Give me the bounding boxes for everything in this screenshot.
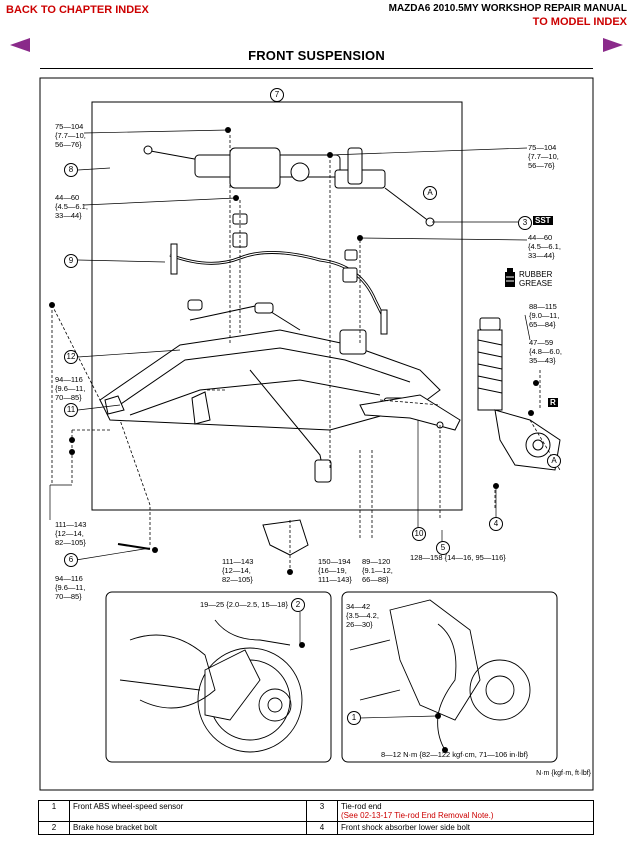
callout-4: 4 [489,517,503,531]
mount-bracket [262,519,309,556]
lower-arm [359,394,461,431]
assembly-box [91,101,463,511]
removal-note-link[interactable]: (See 02-13-17 Tie-rod End Removal Note.) [341,811,494,820]
torque-label-top-right: 75—104 {7.7—10, 56—76} [528,143,559,170]
part-name: Brake hose bracket bolt [69,821,307,835]
part-name: Front shock absorber lower side bolt [337,821,594,835]
steering-rack [143,145,435,227]
callout-7: 7 [270,88,284,102]
part-name-with-ref: Tie-rod end (See 02-13-17 Tie-rod End Re… [337,800,594,822]
next-page-arrow-icon[interactable] [603,38,623,52]
sst-badge: SST [533,216,553,225]
part-number: 1 [38,800,70,822]
torque-label-89: 89—120 {9.1—12, 66—88} [362,557,393,584]
page-title: FRONT SUSPENSION [248,48,385,63]
part-name: Tie-rod end [341,802,382,811]
callout-10: 10 [412,527,426,541]
callout-11: 11 [64,403,78,417]
knuckle-shock [477,317,561,471]
dashed-leaders [51,135,561,570]
table-row: 2 Brake hose bracket bolt 4 Front shock … [38,821,594,835]
torque-label-88: 88—115 {9.0—11, 65—84} [529,302,560,329]
torque-label-128: 128—158 {14—16, 95—116} [410,553,506,562]
torque-label-top-left: 75—104 {7.7—10, 56—76} [55,122,86,149]
to-model-index-link[interactable]: TO MODEL INDEX [532,16,627,28]
torque-label-inset-19: 19—25 {2.0—2.5, 15—18} [200,600,288,609]
torque-label-47: 47—59 {4.8—6.0, 35—43} [529,338,562,365]
previous-page-arrow-icon[interactable] [10,38,30,52]
stabilizer-links [170,243,388,335]
table-row: 1 Front ABS wheel-speed sensor 3 Tie-rod… [38,800,594,822]
bolts [49,127,539,753]
torque-label-94-bottom: 94—116 {9.6—11, 70—85} [55,574,86,601]
rubber-grease-label: RUBBER GREASE [519,270,553,288]
inset-brake-drawing [119,619,303,753]
callout-6: 6 [64,553,78,567]
callout-8: 8 [64,163,78,177]
part-number: 2 [38,821,70,835]
callout-a-right: A [547,454,561,468]
callout-9: 9 [64,254,78,268]
torque-label-inset-34: 34—42 {3.5—4.2, 26—30} [346,602,379,629]
torque-label-111-bottom: 111—143 {12—14, 82—105} [222,557,254,584]
inset-abs-drawing [349,599,531,751]
part-number: 3 [306,800,338,822]
bolt-6-shank [117,543,151,550]
torque-label-mid-left: 44—60 {4.5—6.1, 33—44} [55,193,88,220]
crossmember [99,299,441,483]
units-note: N·m {kgf·m, ft·lbf} [536,770,591,777]
part-name: Front ABS wheel-speed sensor [69,800,307,822]
callout-2: 2 [291,598,305,612]
callout-1: 1 [347,711,361,725]
bushings [232,213,358,283]
torque-label-150: 150—194 {16—19, 111—143} [318,557,352,584]
outer-frame [39,77,594,791]
callout-a-top: A [423,186,437,200]
torque-label-mid-right: 44—60 {4.5—6.1, 33—44} [528,233,561,260]
callout-3: 3 [518,216,532,230]
top-bar: BACK TO CHAPTER INDEX MAZDA6 2010.5MY WO… [0,0,633,28]
torque-label-94-top: 94—116 {9.6—11, 70—85} [55,375,86,402]
parts-table: 1 Front ABS wheel-speed sensor 3 Tie-rod… [38,800,594,835]
grease-tube-icon [505,268,515,287]
title-rule [40,68,593,69]
inset-abs-box [341,591,558,763]
inset-brake-box [105,591,332,763]
manual-title: MAZDA6 2010.5MY WORKSHOP REPAIR MANUAL [388,3,627,14]
leaders [49,94,531,719]
torque-label-111-left: 111—143 {12—14, 82—105} [55,520,87,547]
torque-label-inset-8: 8—12 N·m {82—122 kgf·cm, 71—106 in·lbf} [381,750,529,759]
callout-12: 12 [64,350,78,364]
r-badge: R [548,398,558,407]
back-to-chapter-index-link[interactable]: BACK TO CHAPTER INDEX [6,4,149,16]
part-number: 4 [306,821,338,835]
callout-5: 5 [436,541,450,555]
